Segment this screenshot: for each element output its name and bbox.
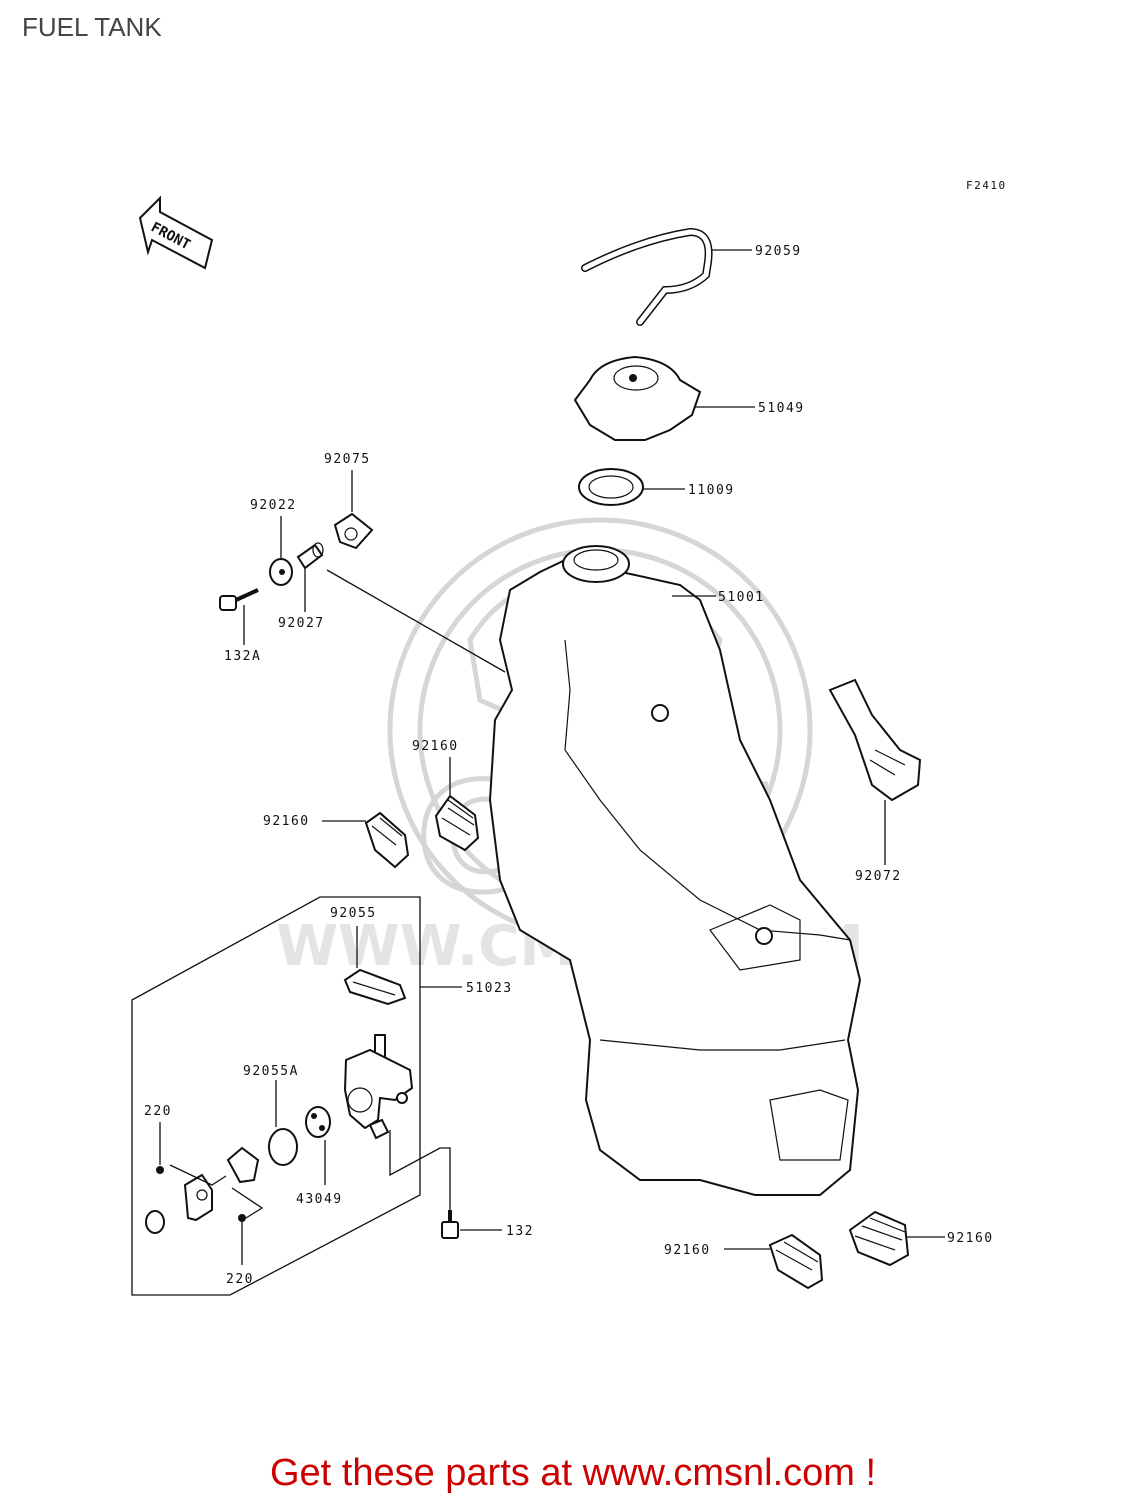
pad-92160-lower-left[interactable] — [724, 1233, 824, 1290]
label-92160-upper-right: 92160 — [412, 739, 459, 754]
bolt-132[interactable] — [441, 1210, 502, 1239]
label-11009: 11009 — [688, 483, 735, 498]
exploded-diagram: CMS WWW.CMSNL.COM F2410 FRONT — [131, 179, 1007, 1296]
bolt-132A[interactable] — [219, 588, 259, 645]
fuel-cock-body[interactable] — [343, 1034, 451, 1210]
label-92027: 92027 — [278, 616, 325, 631]
fuel-cock-box-51023[interactable] — [131, 896, 462, 1296]
mount-line — [326, 569, 506, 673]
washer-92022[interactable] — [269, 516, 293, 586]
o-ring-92055A[interactable] — [268, 1080, 298, 1166]
plate[interactable] — [145, 1146, 264, 1234]
breather-hose-92059[interactable] — [581, 227, 752, 326]
screw-220-upper[interactable] — [156, 1122, 164, 1174]
label-92075: 92075 — [324, 452, 371, 467]
label-220-lower: 220 — [226, 1272, 254, 1287]
label-43049: 43049 — [296, 1192, 343, 1207]
fuel-tank-51001[interactable] — [488, 545, 862, 1196]
front-arrow-icon: FRONT — [138, 195, 214, 270]
damper-92075[interactable] — [333, 470, 374, 550]
label-51049: 51049 — [758, 401, 805, 416]
strap-92072[interactable] — [828, 678, 922, 865]
pad-92160-left[interactable] — [322, 811, 410, 869]
label-51023: 51023 — [466, 981, 513, 996]
pad-92160-lower-right[interactable] — [848, 1210, 945, 1267]
label-92160-lower-right: 92160 — [947, 1231, 994, 1246]
label-51001: 51001 — [718, 590, 765, 605]
label-132: 132 — [506, 1224, 534, 1239]
label-92160-lower-left: 92160 — [664, 1243, 711, 1258]
gasket-92055[interactable] — [343, 926, 407, 1006]
label-92055: 92055 — [330, 906, 377, 921]
figure-code: F2410 — [966, 179, 1007, 192]
label-92055A: 92055A — [243, 1064, 299, 1079]
pad-92160-right[interactable] — [434, 757, 480, 852]
screw-220-lower[interactable] — [238, 1214, 246, 1265]
gasket-11009[interactable] — [578, 468, 685, 506]
label-92022: 92022 — [250, 498, 297, 513]
label-92160-upper-left: 92160 — [263, 814, 310, 829]
label-92059: 92059 — [755, 244, 802, 259]
label-220-upper: 220 — [144, 1104, 172, 1119]
page-title: FUEL TANK — [22, 12, 162, 42]
footer-link[interactable]: Get these parts at www.cmsnl.com ! — [269, 1452, 877, 1494]
fuel-cap-51049[interactable] — [573, 355, 755, 441]
collar-92027[interactable] — [296, 542, 324, 612]
filter-43049[interactable] — [305, 1106, 331, 1185]
label-132A: 132A — [224, 649, 261, 664]
label-92072: 92072 — [855, 869, 902, 884]
